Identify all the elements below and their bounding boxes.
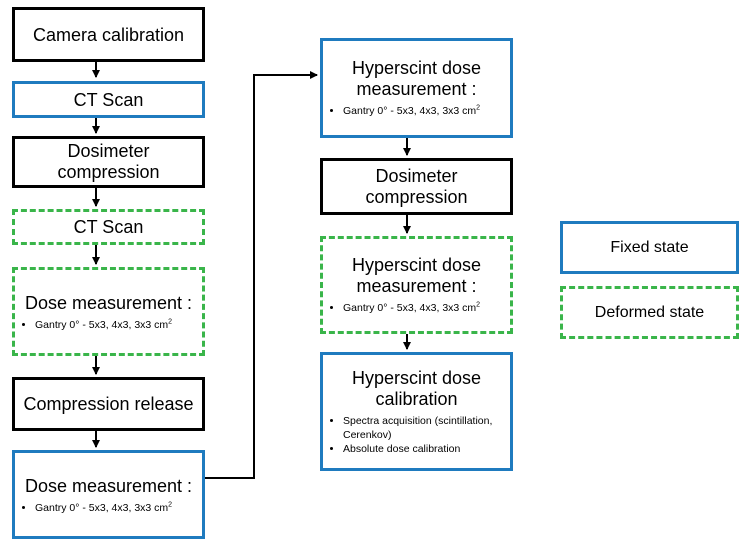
dosimeter-compression-box: Dosimeter compression xyxy=(12,136,205,188)
hyperscint-dose-calibration-box: Hyperscint dose calibration Spectra acqu… xyxy=(320,352,513,471)
dose-measurement-deformed-box: Dose measurement : Gantry 0° - 5x3, 4x3,… xyxy=(12,267,205,356)
compression-release-label: Compression release xyxy=(23,394,194,414)
hyperscint-dose-measurement-fixed-box: Hyperscint dose measurement : Gantry 0° … xyxy=(320,38,513,138)
ct-scan-deformed-label: CT Scan xyxy=(73,217,144,237)
bullet-item: Absolute dose calibration xyxy=(343,442,506,456)
bullet-item: Gantry 0° - 5x3, 4x3, 3x3 cm2 xyxy=(343,104,480,118)
legend-fixed-state-label: Fixed state xyxy=(610,238,689,256)
legend-fixed-state: Fixed state xyxy=(560,221,739,274)
compression-release-box: Compression release xyxy=(12,377,205,431)
camera-calibration-box: Camera calibration xyxy=(12,7,205,62)
hyperscint-dose-measurement-deformed-list: Gantry 0° - 5x3, 4x3, 3x3 cm2 xyxy=(327,301,480,315)
dose-measurement-deformed-list: Gantry 0° - 5x3, 4x3, 3x3 cm2 xyxy=(19,318,172,332)
bullet-item: Gantry 0° - 5x3, 4x3, 3x3 cm2 xyxy=(35,318,172,332)
dose-measurement-deformed-title: Dose measurement : xyxy=(24,292,193,313)
bullet-item: Gantry 0° - 5x3, 4x3, 3x3 cm2 xyxy=(35,501,172,515)
arrow-dose-to-hyperscint xyxy=(204,71,318,479)
hyperscint-dose-calibration-list: Spectra acquisition (scintillation, Cere… xyxy=(327,414,506,456)
dose-measurement-fixed-box: Dose measurement : Gantry 0° - 5x3, 4x3,… xyxy=(12,450,205,539)
bullet-item: Gantry 0° - 5x3, 4x3, 3x3 cm2 xyxy=(343,301,480,315)
hyperscint-dose-calibration-title: Hyperscint dose calibration xyxy=(351,367,482,409)
legend-deformed-state-label: Deformed state xyxy=(594,303,705,321)
camera-calibration-label: Camera calibration xyxy=(32,24,185,45)
dose-measurement-fixed-list: Gantry 0° - 5x3, 4x3, 3x3 cm2 xyxy=(19,501,172,515)
hyperscint-dosimeter-compression-box: Dosimeter compression xyxy=(320,158,513,215)
legend-deformed-state: Deformed state xyxy=(560,286,739,339)
hyperscint-dose-measurement-fixed-title: Hyperscint dose measurement : xyxy=(351,58,482,99)
ct-scan-deformed-box: CT Scan xyxy=(12,209,205,245)
ct-scan-label: CT Scan xyxy=(73,89,144,110)
bullet-item: Spectra acquisition (scintillation, Cere… xyxy=(343,414,506,442)
dosimeter-compression-label: Dosimeter compression xyxy=(57,141,160,182)
hyperscint-dosimeter-compression-label: Dosimeter compression xyxy=(365,165,468,207)
hyperscint-dose-measurement-fixed-list: Gantry 0° - 5x3, 4x3, 3x3 cm2 xyxy=(327,104,480,118)
hyperscint-dose-measurement-deformed-title: Hyperscint dose measurement : xyxy=(351,255,482,296)
dose-measurement-fixed-title: Dose measurement : xyxy=(24,475,193,496)
ct-scan-box: CT Scan xyxy=(12,81,205,118)
hyperscint-dose-measurement-deformed-box: Hyperscint dose measurement : Gantry 0° … xyxy=(320,236,513,334)
